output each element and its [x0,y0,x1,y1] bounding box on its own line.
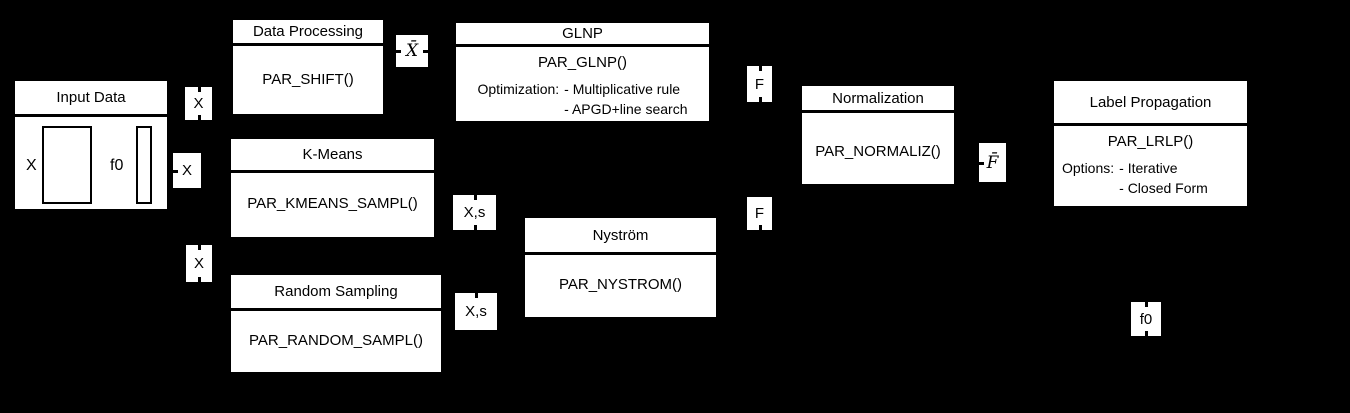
edge-label-text: X̄ [405,41,419,61]
node-glnp-title: GLNP [456,23,709,47]
edge-label-f-bar: F̄ [979,143,1006,182]
node-nystrom-body: PAR_NYSTROM() [525,255,716,314]
edge-label-text: F [754,75,765,93]
edge-label-x-bar: X̄ [396,35,428,67]
edge-label-x-mid: X [173,153,201,188]
edge-line-tick [758,66,762,71]
options-label: Optimization: [477,81,560,97]
edge-label-x-low: X [186,245,212,282]
edge-label-xs-low: X,s [455,293,497,330]
option-item: - Multiplicative rule [564,81,681,97]
edge-label-x-top: X [185,87,212,120]
edge-label-text: F [754,205,765,222]
edge-line-tick [1145,302,1148,307]
lp-options: Options: - Iterative - Closed Form [1054,158,1247,198]
edge-line-tick [473,195,477,200]
node-normalization: Normalization PAR_NORMALIZ() [800,84,956,186]
matrix-rect [42,126,92,204]
edge-label-text: X,s [465,303,487,320]
function-name: PAR_SHIFT() [262,70,354,88]
function-name: PAR_RANDOM_SAMPL() [249,331,423,349]
node-kmeans-body: PAR_KMEANS_SAMPL() [231,173,434,234]
option-item: - Iterative [1119,160,1178,176]
node-data-processing-title: Data Processing [233,20,383,46]
edge-label-xs-top: X,s [453,195,496,230]
edge-label-text: X [181,162,192,179]
edge-line-tick [473,225,477,230]
edge-line-tick [173,169,178,173]
edge-line-tick [758,225,762,230]
edge-label-f0: f0 [1131,302,1161,336]
edge-line-tick [197,87,201,92]
function-name: PAR_NYSTROM() [558,276,683,293]
node-random-sampling-body: PAR_RANDOM_SAMPL() [231,311,441,369]
edge-line-tick [198,277,201,282]
vector-symbol-label: f0 [110,157,124,174]
node-glnp-body: PAR_GLNP() Optimization: - Multiplicativ… [456,47,709,119]
node-label-propagation-title: Label Propagation [1054,81,1247,126]
edge-line-tick [758,97,762,102]
edge-line-tick [979,161,984,165]
node-kmeans: K-Means PAR_KMEANS_SAMPL() [229,137,436,239]
function-name: PAR_GLNP() [538,53,627,71]
matrix-symbol-label: X [26,157,37,174]
edge-line-tick [197,115,201,120]
node-input-data: Input Data X f0 [13,79,169,211]
options-label: Options: [1062,160,1115,176]
node-normalization-title: Normalization [802,86,954,113]
node-nystrom-title: Nyström [525,218,716,255]
node-label-propagation: Label Propagation PAR_LRLP() Options: - … [1052,79,1249,208]
edge-line-tick [1145,331,1148,336]
node-normalization-body: PAR_NORMALIZ() [802,113,954,181]
node-input-data-title: Input Data [15,81,167,117]
option-item: - APGD+line search [564,101,688,117]
edge-line-tick [396,50,401,53]
edge-line-tick [423,50,428,53]
node-random-sampling: Random Sampling PAR_RANDOM_SAMPL() [229,273,443,374]
function-name: PAR_LRLP() [1107,132,1194,150]
node-data-processing: Data Processing PAR_SHIFT() [231,18,385,116]
node-nystrom: Nyström PAR_NYSTROM() [523,216,718,319]
node-kmeans-title: K-Means [231,139,434,173]
vector-rect [136,126,152,204]
function-name: PAR_NORMALIZ() [815,142,941,160]
edge-label-f-low: F [747,197,772,230]
node-data-processing-body: PAR_SHIFT() [233,46,383,112]
glnp-options: Optimization: - Multiplicative rule - AP… [456,79,709,119]
node-label-propagation-body: PAR_LRLP() Options: - Iterative - Closed… [1054,126,1247,198]
option-item: - Closed Form [1119,180,1208,196]
node-random-sampling-title: Random Sampling [231,275,441,311]
edge-line-tick [475,293,478,298]
edge-label-text: F̄ [986,152,999,173]
node-glnp: GLNP PAR_GLNP() Optimization: - Multipli… [454,21,711,123]
function-name: PAR_KMEANS_SAMPL() [247,195,418,212]
edge-label-text: X,s [463,204,486,221]
edge-label-f-top: F [747,66,772,102]
edge-label-text: f0 [1139,310,1153,328]
edge-line-tick [198,245,201,250]
edge-label-text: X [193,255,204,272]
edge-label-text: X [193,95,204,112]
